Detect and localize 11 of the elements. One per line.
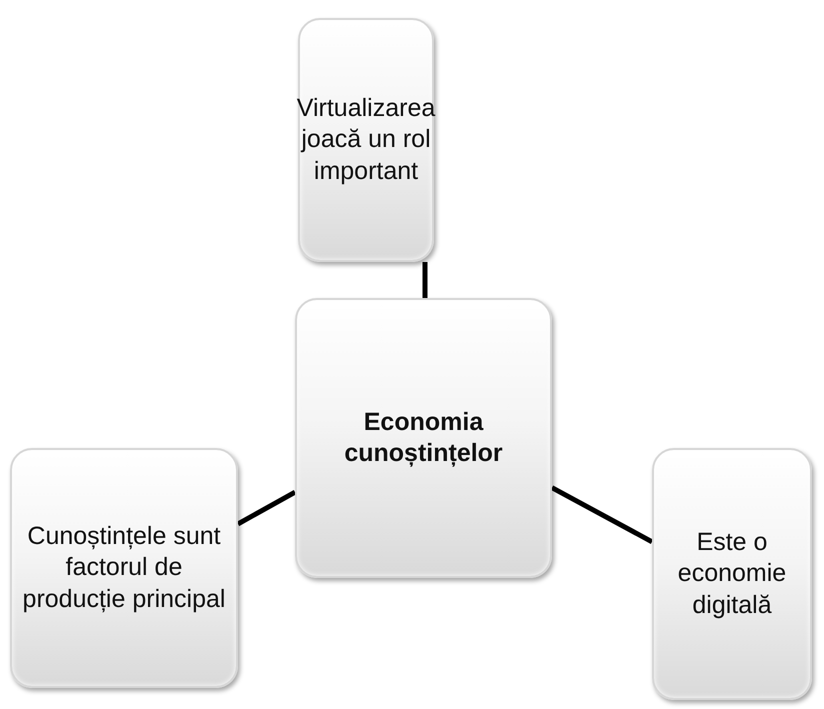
topic-box bbox=[652, 448, 812, 700]
topic-box bbox=[10, 448, 238, 688]
connector-line bbox=[422, 262, 428, 298]
connector-line bbox=[550, 485, 654, 544]
topic-text: Cunoștințele sunt factorul de producție principal bbox=[22, 521, 226, 615]
topic-text: Este o economie digitală bbox=[676, 527, 788, 621]
title-text: Economia cunoștințelor bbox=[343, 406, 504, 469]
topic-box bbox=[298, 18, 434, 262]
topic-text: Virtualizarea joacă un rol important bbox=[296, 93, 436, 187]
connector-line bbox=[236, 490, 296, 526]
central-box bbox=[295, 298, 552, 578]
